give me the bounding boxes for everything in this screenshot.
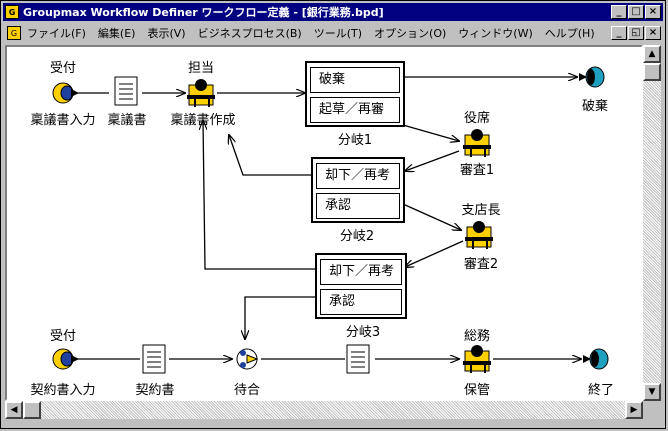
role-label: 役席 [463, 111, 491, 126]
vertical-scroll-thumb[interactable] [643, 63, 661, 81]
horizontal-scrollbar[interactable]: ◀ ▶ [5, 401, 643, 419]
workflow-canvas[interactable]: 受付 稟議書入力 稟議書 担当 稟議書作成 破棄 破棄 起草／再審 分岐1 役席… [5, 45, 643, 401]
role-label: 担当 [187, 61, 215, 76]
scroll-down-arrow-icon[interactable]: ▼ [643, 383, 661, 401]
window-title: Groupmax Workflow Definer ワークフロー定義 - [銀行… [23, 6, 384, 19]
horizontal-scroll-thumb[interactable] [23, 401, 41, 419]
branch-option[interactable]: 起草／再審 [310, 97, 400, 123]
doc-restore-button[interactable]: ◱ [628, 26, 644, 40]
connector-layer [52, 66, 609, 374]
node-label[interactable]: 破棄 [581, 99, 609, 114]
branch-option[interactable]: 却下／再考 [320, 259, 402, 285]
connector [402, 203, 461, 230]
branch-option[interactable]: 却下／再考 [316, 163, 400, 189]
connector [405, 150, 460, 171]
role-label: 受付 [49, 329, 77, 344]
end-node-icon [579, 66, 605, 88]
scroll-right-arrow-icon[interactable]: ▶ [625, 401, 643, 419]
end-node-icon [583, 348, 609, 370]
menu-tools[interactable]: ツール(T) [313, 27, 363, 40]
node-label[interactable]: 稟議書 [107, 113, 147, 128]
menu-bar: G ファイル(F) 編集(E) 表示(V) ビジネスプロセス(B) ツール(T)… [3, 23, 663, 43]
node-label[interactable]: 契約書 [135, 383, 175, 398]
menu-business-process[interactable]: ビジネスプロセス(B) [197, 27, 302, 40]
branch-box[interactable]: 破棄 起草／再審 [305, 61, 405, 127]
role-label: 支店長 [461, 203, 501, 218]
doc-minimize-button[interactable]: _ [611, 26, 627, 40]
branch-label: 分岐1 [337, 133, 373, 148]
menu-help[interactable]: ヘルプ(H) [544, 27, 595, 40]
person-desk-icon [463, 345, 491, 373]
connector [245, 296, 315, 339]
connector [405, 240, 464, 267]
branch-option[interactable]: 破棄 [310, 67, 400, 93]
person-desk-icon [187, 79, 215, 107]
node-label[interactable]: 審査2 [463, 257, 499, 272]
person-desk-icon [465, 221, 493, 249]
start-node-icon [52, 82, 79, 104]
size-grip[interactable] [643, 401, 661, 419]
document-icon[interactable]: G [7, 26, 21, 40]
minimize-button[interactable]: _ [611, 5, 627, 19]
branch-label: 分岐3 [345, 325, 381, 340]
start-node-icon [52, 348, 79, 370]
branch-option[interactable]: 承認 [316, 193, 400, 219]
doc-close-button[interactable]: × [645, 26, 661, 40]
vertical-scrollbar[interactable]: ▲ ▼ [643, 45, 661, 401]
node-label[interactable]: 保管 [463, 383, 491, 398]
node-label[interactable]: 稟議書作成 [170, 113, 236, 128]
branch-option[interactable]: 承認 [320, 289, 402, 315]
maximize-button[interactable]: □ [628, 5, 644, 19]
menu-view[interactable]: 表示(V) [147, 27, 186, 40]
scroll-left-arrow-icon[interactable]: ◀ [5, 401, 23, 419]
app-icon[interactable]: G [5, 5, 19, 19]
menu-edit[interactable]: 編集(E) [97, 27, 136, 40]
document-icon [346, 344, 370, 374]
connector [229, 135, 313, 176]
connector [203, 121, 315, 270]
title-bar[interactable]: G Groupmax Workflow Definer ワークフロー定義 - [… [3, 3, 663, 21]
node-label[interactable]: 終了 [587, 383, 615, 398]
document-icon [114, 76, 138, 106]
menu-window[interactable]: ウィンドウ(W) [458, 27, 533, 40]
role-label: 総務 [463, 329, 491, 344]
merge-icon [236, 348, 259, 370]
branch-box[interactable]: 却下／再考 承認 [311, 157, 405, 223]
menu-file[interactable]: ファイル(F) [27, 27, 86, 40]
branch-label: 分岐2 [339, 229, 375, 244]
scroll-up-arrow-icon[interactable]: ▲ [643, 45, 661, 63]
person-desk-icon [463, 129, 491, 157]
node-label[interactable]: 稟議書入力 [30, 113, 96, 128]
document-icon [142, 344, 166, 374]
connector [402, 124, 459, 141]
role-label: 受付 [49, 61, 77, 76]
node-label[interactable]: 待合 [233, 383, 261, 398]
menu-options[interactable]: オプション(O) [374, 27, 447, 40]
node-label[interactable]: 契約書入力 [30, 383, 96, 398]
close-button[interactable]: × [645, 5, 661, 19]
node-label[interactable]: 審査1 [459, 163, 495, 178]
branch-box[interactable]: 却下／再考 承認 [315, 253, 407, 319]
